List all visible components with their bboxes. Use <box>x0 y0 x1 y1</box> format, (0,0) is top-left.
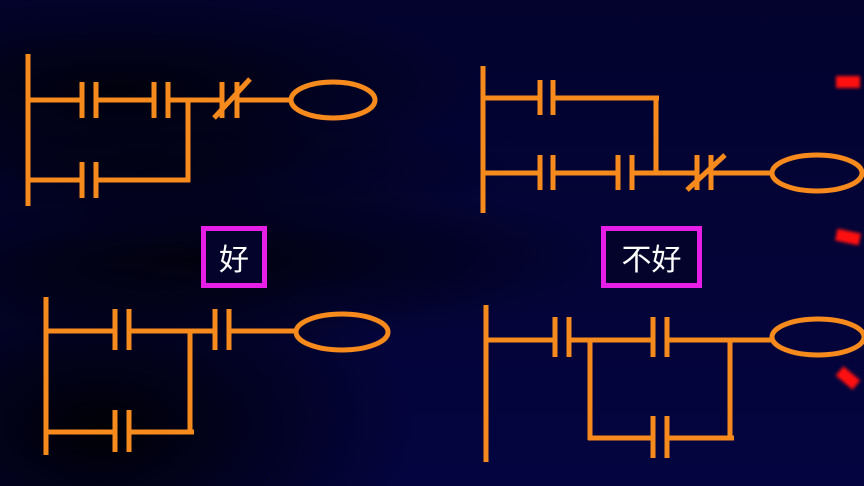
no-contact-icon <box>112 410 132 452</box>
coil-icon <box>769 152 864 194</box>
label-good-text: 好 <box>219 243 249 278</box>
coil-icon <box>769 316 864 358</box>
ladder-diagram-top-left <box>25 54 378 206</box>
label-good: 好 <box>201 226 267 288</box>
red-marker <box>836 76 860 88</box>
no-contact-icon <box>650 416 670 458</box>
no-contact-icon <box>552 317 572 357</box>
no-contact-icon <box>151 82 171 118</box>
no-contact-icon <box>79 162 99 198</box>
no-contact-icon <box>537 155 556 190</box>
no-contact-icon <box>112 309 132 350</box>
no-contact-icon <box>650 317 670 357</box>
ladder-diagram-top-right <box>480 66 864 213</box>
no-contact-icon <box>537 80 556 115</box>
no-contact-icon <box>615 155 635 190</box>
label-not-good-text: 不好 <box>621 243 682 278</box>
ladder-diagram-bottom-right <box>483 305 864 462</box>
label-not-good: 不好 <box>601 226 702 288</box>
ladder-diagram-bottom-left <box>43 297 391 455</box>
no-contact-icon <box>79 82 99 118</box>
coil-icon <box>293 311 391 353</box>
no-contact-icon <box>212 309 232 350</box>
coil-icon <box>288 79 378 121</box>
